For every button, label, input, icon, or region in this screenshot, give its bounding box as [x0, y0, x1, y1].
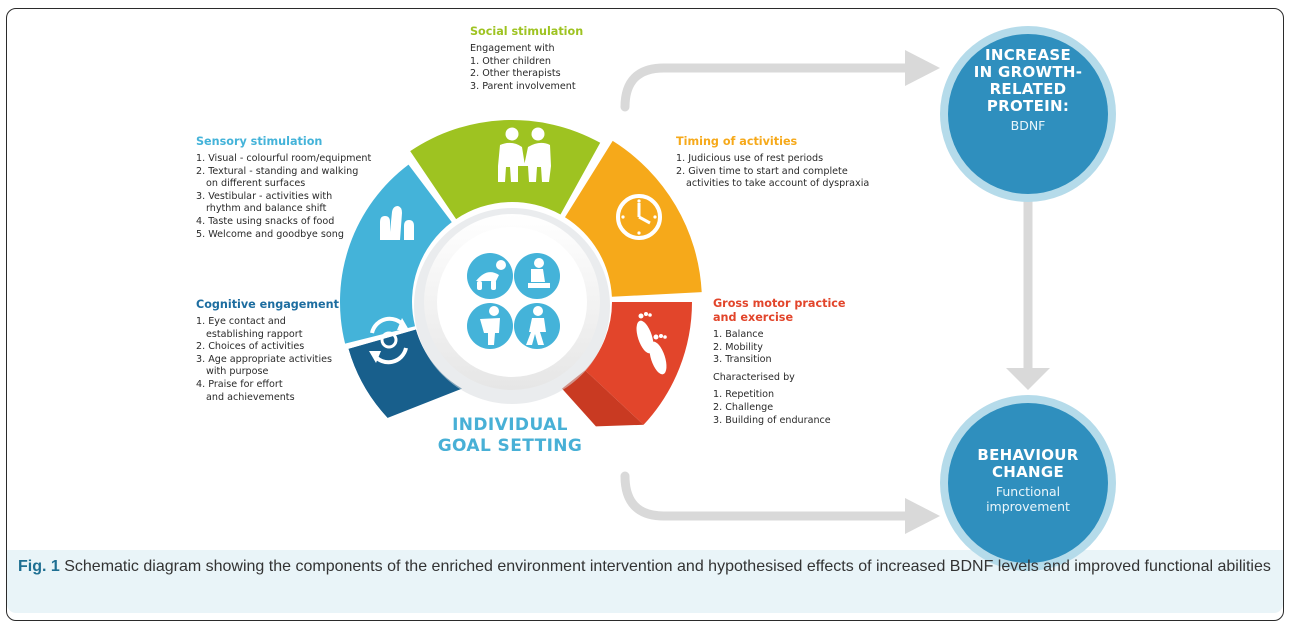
social-line: 2. Other therapists	[470, 68, 561, 80]
bdnf-text: INCREASE IN GROWTH- RELATED PROTEIN: BDN…	[948, 46, 1108, 134]
behaviour-circle	[948, 403, 1108, 563]
cognitive-line: with purpose	[206, 366, 269, 378]
arrow-down	[1006, 200, 1050, 390]
gross-motor-line: 3. Transition	[713, 354, 772, 366]
social-line: Engagement with	[470, 43, 555, 54]
sensory-title: Sensory stimulation	[196, 135, 323, 148]
standing-child-icon	[467, 303, 513, 349]
gross-motor-title: and exercise	[713, 311, 794, 324]
gross-motor-block: Gross motor practice and exercise 1. Bal…	[713, 297, 846, 427]
social-line: 1. Other children	[470, 55, 551, 67]
footprints-icon	[636, 312, 667, 375]
cognitive-line: 4. Praise for effort	[196, 378, 283, 390]
figure-caption: Fig. 1 Schematic diagram showing the com…	[18, 556, 1273, 578]
sitting-child-icon	[514, 253, 560, 299]
figure-frame	[6, 8, 1284, 621]
cognitive-block: Cognitive engagement 1. Eye contact and …	[196, 298, 339, 404]
cognitive-line: 1. Eye contact and	[196, 316, 286, 327]
hands-icon	[380, 206, 414, 240]
gross-motor-line: 2. Mobility	[713, 341, 763, 353]
sensory-line: 4. Taste using snacks of food	[196, 215, 335, 227]
sensory-block: Sensory stimulation 1. Visual - colourfu…	[196, 135, 371, 241]
gross-motor-subline: 3. Building of endurance	[713, 414, 831, 426]
timing-line: 1. Judicious use of rest periods	[676, 153, 824, 164]
cognitive-line: and achievements	[206, 391, 295, 403]
bdnf-title-line: PROTEIN:	[986, 97, 1070, 115]
bdnf-title-line: INCREASE	[985, 46, 1071, 64]
gross-motor-line: 1. Balance	[713, 329, 764, 340]
bdnf-title-line: RELATED	[989, 80, 1067, 98]
timing-line: activities to take account of dyspraxia	[686, 178, 870, 190]
wheel-segment-timing	[565, 140, 702, 297]
behaviour-title-line: CHANGE	[991, 463, 1065, 481]
cognitive-line: 2. Choices of activities	[196, 341, 305, 353]
center-label-line: INDIVIDUAL	[452, 415, 568, 435]
crawling-child-icon	[467, 253, 513, 299]
caption-band	[7, 550, 1283, 613]
timing-title: Timing of activities	[676, 135, 798, 148]
gross-motor-subline: 2. Challenge	[713, 401, 774, 413]
behaviour-sub-line: Functional	[995, 484, 1061, 499]
bdnf-circle	[948, 34, 1108, 194]
sensory-line: 1. Visual - colourful room/equipment	[196, 153, 372, 164]
wheel-segment-gross-motor	[585, 302, 692, 425]
sensory-line: 5. Welcome and goodbye song	[196, 228, 344, 240]
gross-motor-subheading: Characterised by	[713, 371, 795, 383]
caption-label: Fig. 1	[18, 558, 60, 575]
social-line: 3. Parent involvement	[470, 80, 576, 92]
center-label-line: GOAL SETTING	[437, 436, 583, 456]
bdnf-title-line: IN GROWTH-	[973, 63, 1083, 81]
behaviour-sub-line: improvement	[986, 499, 1070, 514]
cycle-gear-icon	[369, 316, 409, 365]
behaviour-text: BEHAVIOUR CHANGE Functional improvement	[948, 446, 1108, 515]
cognitive-title: Cognitive engagement	[196, 298, 339, 311]
wheel-segment-sensory	[339, 164, 452, 344]
wheel-segment-gross-motor-shade	[562, 370, 644, 427]
two-people-icon	[498, 127, 551, 182]
bdnf-sub: BDNF	[1010, 118, 1046, 133]
timing-block: Timing of activities 1. Judicious use of…	[676, 135, 869, 191]
sensory-line: on different surfaces	[206, 178, 306, 190]
center-label: INDIVIDUAL GOAL SETTING	[410, 415, 610, 457]
sensory-line: 2. Textural - standing and walking	[196, 165, 359, 177]
behaviour-title-line: BEHAVIOUR	[977, 446, 1079, 464]
gross-motor-subline: 1. Repetition	[713, 389, 775, 401]
walking-child-icon	[514, 303, 560, 349]
caption-text: Schematic diagram showing the components…	[64, 558, 1271, 575]
arrow-to-bdnf	[620, 50, 940, 112]
social-title: Social stimulation	[470, 25, 584, 38]
sensory-line: rhythm and balance shift	[206, 203, 327, 215]
arrow-to-behaviour	[620, 471, 940, 534]
sensory-line: 3. Vestibular - activities with	[196, 190, 333, 202]
gross-motor-title: Gross motor practice	[713, 297, 846, 310]
cognitive-line: 3. Age appropriate activities	[196, 353, 333, 365]
clock-icon	[616, 194, 662, 240]
timing-line: 2. Given time to start and complete	[676, 165, 848, 177]
social-block: Social stimulation Engagement with 1. Ot…	[470, 25, 583, 93]
cognitive-line: establishing rapport	[206, 328, 303, 340]
